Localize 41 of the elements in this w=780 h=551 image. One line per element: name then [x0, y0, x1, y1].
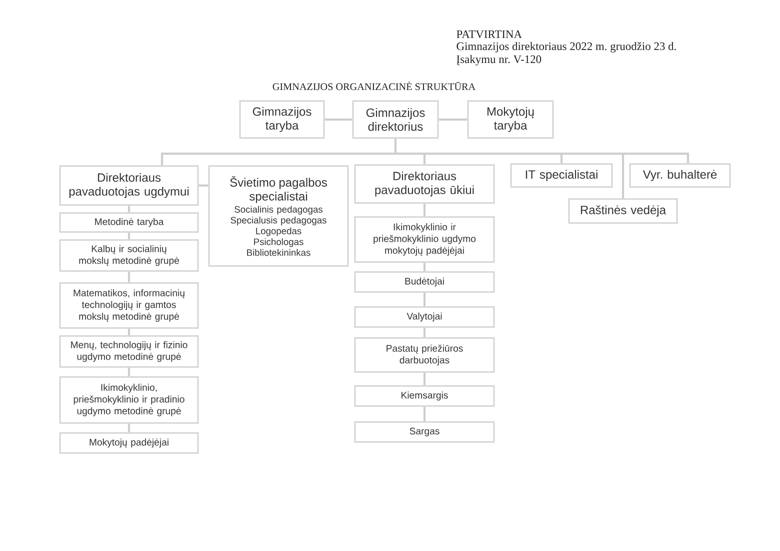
connector-line	[128, 328, 130, 336]
org-box: Ikimokyklinio, priešmokyklinio ir pradinio ugdymo metodinė grupė	[59, 376, 199, 424]
org-box: Gimnazijos direktorius	[352, 100, 439, 139]
connector-line	[423, 292, 426, 306]
connector-line	[438, 118, 468, 121]
header-text: PATVIRTINA	[456, 30, 522, 38]
org-box: Budėtojai	[354, 271, 495, 293]
connector-line	[128, 272, 130, 282]
org-box: Valytojai	[354, 306, 495, 328]
org-box: Sargas	[354, 421, 495, 443]
connector-line	[423, 406, 426, 422]
org-box: Menų, technologijų ir fizinio ugdymo metodinė grupė	[59, 335, 199, 368]
connector-line	[423, 262, 426, 272]
connector-line	[423, 372, 426, 386]
title: GIMNAZIJOS ORGANIZACINĖ STRUKTŪRA	[272, 82, 476, 90]
org-box: Pastatų priežiūros darbuotojas	[354, 337, 495, 373]
org-box: Kalbų ir socialinių mokslų metodinė grupė	[59, 239, 199, 272]
org-box: Kiemsargis	[354, 385, 495, 407]
org-box: Mokytojų padėjėjai	[59, 432, 199, 454]
connector-line	[423, 204, 426, 216]
org-box: Švietimo pagalbos specialistai Socialinis pedagogas Specialusis pedagogas Logopedas Psichologas Bibliotekininkas	[208, 165, 349, 267]
org-box: Direktoriaus pavaduotojas ugdymui	[59, 165, 199, 206]
org-box: Mokytojų taryba	[467, 100, 554, 139]
header-text: Gimnazijos direktoriaus 2022 m. gruodžio 23 d.	[456, 42, 676, 52]
org-box: Gimnazijos taryba	[239, 100, 325, 139]
org-box: Metodinė taryba	[59, 212, 199, 233]
connector-line	[128, 368, 130, 376]
connector-line	[198, 184, 208, 187]
org-box: Vyr. buhalterė	[629, 163, 731, 188]
org-box: IT specialistai	[510, 163, 613, 188]
connector-line	[423, 328, 426, 338]
connector-line	[128, 206, 130, 212]
org-box: Direktoriaus pavaduotojas ūkiui	[354, 164, 495, 204]
header-text: Įsakymu nr. V-120	[456, 55, 542, 66]
connector-line	[128, 424, 130, 432]
org-box: Matematikos, informacinių technologijų ir gamtos mokslų metodinė grupė	[59, 282, 199, 329]
connector-line	[324, 118, 352, 121]
org-box: Ikimokyklinio ir priešmokyklinio ugdymo mokytojų padėjėjai	[354, 216, 495, 263]
connector-line	[160, 138, 690, 200]
org-box: Raštinės vedėja	[568, 198, 678, 224]
connector-line	[128, 232, 130, 240]
